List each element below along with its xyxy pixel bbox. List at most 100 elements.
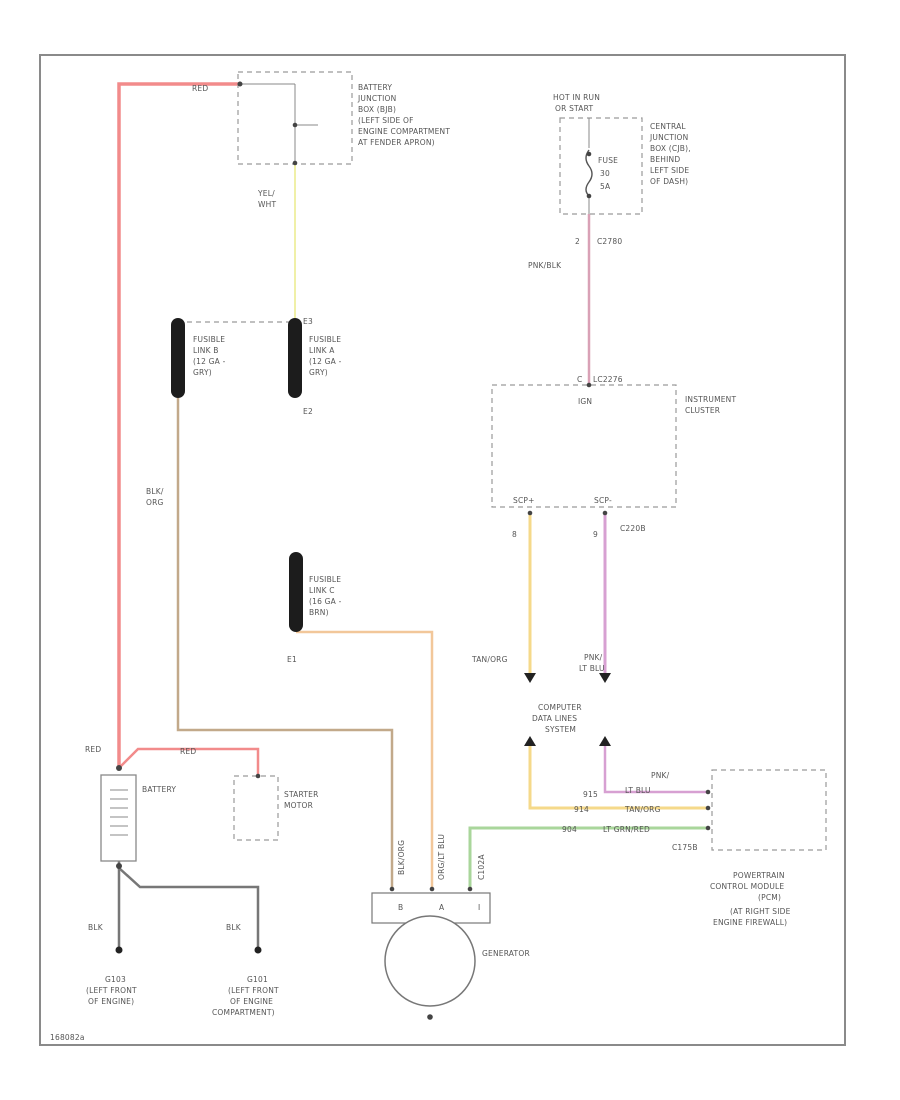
fl-c-line-4: BRN) — [309, 608, 329, 617]
wire-label-yel-wht-1: YEL/ — [257, 189, 275, 198]
wire-red-battery-to-bjb — [117, 82, 240, 768]
wire-org-lt-blu — [296, 630, 434, 890]
fl-b-line-3: (12 GA - — [193, 357, 226, 366]
arrow-up-tan-org — [524, 736, 536, 746]
bjb-line-5: ENGINE COMPARTMENT — [358, 127, 450, 136]
cjb-line-3: BOX (CJB), — [650, 144, 691, 153]
wire-label-red-top: RED — [192, 84, 208, 93]
pcm-box — [711, 769, 827, 851]
pcm-wire-3: LT GRN/RED — [603, 825, 650, 834]
cluster-ign: IGN — [578, 397, 592, 406]
generator-pin-a-terminal — [429, 886, 435, 892]
wire-blk-ground-right — [118, 867, 260, 947]
generator-pin-b: B — [398, 903, 403, 912]
ground-g103 — [115, 946, 123, 954]
generator-pin-i: I — [478, 903, 480, 912]
fl-c-line-3: (16 GA - — [309, 597, 342, 606]
fusible-link-a — [288, 318, 302, 398]
arrow-down-tan-org — [524, 673, 536, 683]
cluster-name-2: CLUSTER — [685, 406, 720, 415]
cjb-line-2: JUNCTION — [649, 133, 688, 142]
wire-pnk-lt-blu-pcm — [603, 745, 706, 794]
bjb-terminal — [292, 122, 298, 128]
gr-line-3: OF ENGINE — [230, 997, 273, 1006]
pcm-line-5: ENGINE FIREWALL) — [713, 918, 787, 927]
generator-wire-2: ORG/LT BLU — [437, 834, 446, 880]
fl-a-line-1: FUSIBLE — [309, 335, 341, 344]
fusible-link-a-label: E3 FUSIBLE LINK A (12 GA - GRY) E2 — [303, 317, 341, 416]
cjb-label: CENTRAL JUNCTION BOX (CJB), BEHIND LEFT … — [649, 122, 691, 186]
fuse-label-3: 5A — [600, 182, 611, 191]
pcm-pin-1: 915 — [583, 790, 598, 799]
pcm-line-4: (AT RIGHT SIDE — [730, 907, 791, 916]
bjb-line-1: BATTERY — [358, 83, 392, 92]
figure-id: 168082a — [50, 1033, 85, 1042]
fl-b-line-2: LINK B — [193, 346, 219, 355]
cjb-line-4: BEHIND — [650, 155, 680, 164]
starter-line-2: MOTOR — [284, 801, 313, 810]
cluster-pin-top: C — [577, 375, 582, 384]
fl-c-line-2: LINK C — [309, 586, 335, 595]
generator-body — [384, 915, 476, 1007]
battery-symbol — [100, 774, 137, 862]
wire-tan-org-pcm — [528, 745, 706, 810]
starter-terminal — [255, 773, 261, 779]
cdl-line-1: COMPUTER — [538, 703, 582, 712]
gr-line-1: G101 — [247, 975, 268, 984]
pcm-pin-3: 904 — [562, 825, 577, 834]
cluster-top-terminal — [586, 382, 592, 388]
generator-pin-a: A — [439, 903, 445, 912]
generator-connector-label: C102A — [477, 854, 486, 880]
cluster-pin-left: SCP+ — [513, 496, 535, 505]
cdl-line-3: SYSTEM — [545, 725, 576, 734]
cjb-connector: C2780 — [597, 237, 622, 246]
cluster-connector-bottom: C220B — [620, 524, 646, 533]
battery-label: BATTERY — [142, 785, 176, 794]
fl-c-line-1: FUSIBLE — [309, 575, 341, 584]
pcm-wire-pnk-1: PNK/ — [651, 771, 670, 780]
instrument-cluster-box — [491, 384, 677, 508]
central-junction-box — [559, 117, 643, 215]
wire-label-blk-left: BLK — [88, 923, 104, 932]
generator-wire-1: BLK/ORG — [397, 840, 406, 875]
bjb-line-4: (LEFT SIDE OF — [358, 116, 414, 125]
generator-label: GENERATOR — [482, 949, 530, 958]
fl-b-line-4: GRY) — [193, 368, 212, 377]
cjb-hot-2: OR START — [555, 104, 593, 113]
cjb-line-6: OF DASH) — [650, 177, 688, 186]
wire-label-pnk-lt-blu-2: LT BLU — [579, 664, 605, 673]
bjb-label: BATTERY JUNCTION BOX (BJB) (LEFT SIDE OF… — [357, 83, 450, 147]
starter-motor-box — [233, 775, 279, 841]
wire-lt-grn-red — [468, 826, 706, 890]
cluster-name-1: INSTRUMENT — [685, 395, 736, 404]
cluster-connector-top: LC2276 — [593, 375, 623, 384]
pcm-terminal-3 — [705, 825, 711, 831]
fuse-30-symbol — [585, 149, 593, 197]
cjb-pin: 2 — [575, 237, 580, 246]
cdl-line-2: DATA LINES — [532, 714, 577, 723]
pcm-wire-1: LT BLU — [625, 786, 651, 795]
gl-line-1: G103 — [105, 975, 126, 984]
pcm-wire-2: TAN/ORG — [624, 805, 661, 814]
arrow-down-pnk-lt-blu — [599, 673, 611, 683]
generator-ground-terminal — [427, 1014, 433, 1020]
wire-label-blk-org-1: BLK/ — [146, 487, 164, 496]
bjb-line-3: BOX (BJB) — [358, 105, 396, 114]
arrow-up-pnk-lt-blu — [599, 736, 611, 746]
fusible-link-c-label: FUSIBLE LINK C (16 GA - BRN) E1 — [287, 575, 342, 664]
gr-line-2: (LEFT FRONT — [228, 986, 279, 995]
bjb-splice — [237, 81, 243, 87]
fl-a-line-4: GRY) — [309, 368, 328, 377]
wire-label-tan-org: TAN/ORG — [471, 655, 508, 664]
fl-b-line-1: FUSIBLE — [193, 335, 225, 344]
cjb-hot-1: HOT IN RUN — [553, 93, 600, 102]
wire-label-pnk-lt-blu-1: PNK/ — [584, 653, 603, 662]
pcm-pin-2: 914 — [574, 805, 589, 814]
pcm-terminal-2 — [705, 805, 711, 811]
cjb-terminal-bottom — [586, 193, 592, 199]
generator-pin-i-terminal — [467, 886, 473, 892]
wire-label-pnk-blk: PNK/BLK — [528, 261, 562, 270]
wire-blk-org — [176, 398, 394, 890]
battery-positive-terminal — [116, 765, 122, 771]
